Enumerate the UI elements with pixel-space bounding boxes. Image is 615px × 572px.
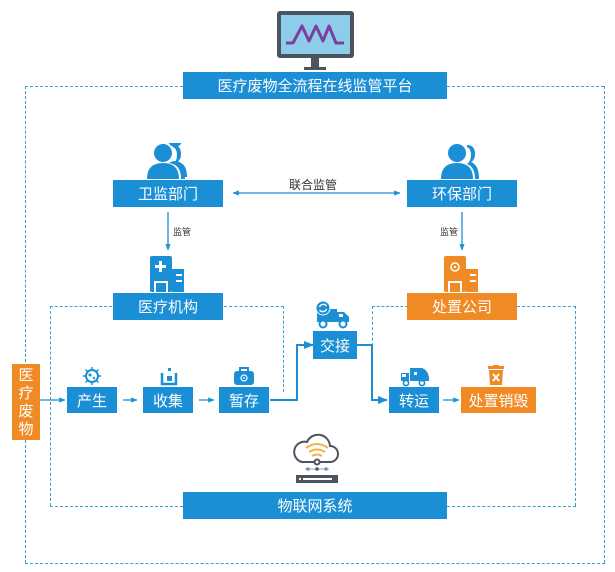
flow-step-collect: 收集 <box>143 387 193 413</box>
medical-waste-box: 医 疗 废 物 <box>12 364 40 440</box>
supervise-label-left: 监管 <box>173 228 192 238</box>
platform-frame-bottom <box>25 563 605 564</box>
platform-title: 医疗废物全流程在线监管平台 <box>183 72 447 99</box>
flow-step-dispose: 处置销毁 <box>461 387 536 413</box>
supervise-label-right: 监管 <box>440 228 459 238</box>
flow-step-storage: 暂存 <box>219 387 269 413</box>
iot-frame-top-hospital-right <box>224 306 284 307</box>
platform-frame-left-lower <box>25 440 26 563</box>
collection-bin-icon <box>160 368 178 386</box>
hospital-building-icon <box>150 256 184 292</box>
medical-waste-char: 废 <box>18 402 34 420</box>
people-icon <box>441 144 479 179</box>
garbage-truck-icon <box>401 368 429 387</box>
medical-waste-char: 疗 <box>18 384 34 402</box>
trash-x-icon <box>488 365 504 385</box>
environment-department-box: 环保部门 <box>407 180 517 207</box>
iot-frame-top-left <box>50 306 112 307</box>
iot-frame-company-drop <box>372 306 373 346</box>
iot-frame-top-right <box>517 306 576 307</box>
biohazard-box-icon <box>234 367 254 385</box>
exchange-truck-icon <box>315 301 349 329</box>
platform-frame-top-right <box>447 86 604 87</box>
iot-frame-top-company-left <box>372 306 408 307</box>
flow-step-handover: 交接 <box>313 331 357 359</box>
iot-frame-right <box>575 306 576 506</box>
iot-frame-left <box>50 306 51 506</box>
iot-system-box: 物联网系统 <box>183 492 447 519</box>
iot-frame-bottom-left <box>50 506 183 507</box>
flow-step-generate: 产生 <box>67 387 117 413</box>
health-department-box: 卫监部门 <box>113 180 223 207</box>
handover-to-transport-line <box>357 344 388 404</box>
cloud-wifi-server-icon <box>293 433 339 483</box>
virus-icon <box>83 367 101 385</box>
platform-frame-left <box>25 86 26 362</box>
hospital-box: 医疗机构 <box>113 293 223 320</box>
iot-frame-bottom-right <box>447 506 576 507</box>
storage-to-handover-line <box>270 341 314 401</box>
monitor-waveform-icon <box>277 11 354 70</box>
platform-frame-right <box>604 86 605 563</box>
iot-frame-hospital-drop <box>283 306 284 392</box>
platform-frame-top-left <box>25 86 183 87</box>
people-icon <box>147 143 187 179</box>
biohazard-building-icon <box>444 256 478 292</box>
flow-step-transport: 转运 <box>389 387 439 413</box>
medical-waste-char: 医 <box>18 366 34 384</box>
disposal-company-box: 处置公司 <box>407 293 517 320</box>
medical-waste-char: 物 <box>18 420 34 438</box>
joint-supervision-label: 联合监管 <box>289 178 338 192</box>
